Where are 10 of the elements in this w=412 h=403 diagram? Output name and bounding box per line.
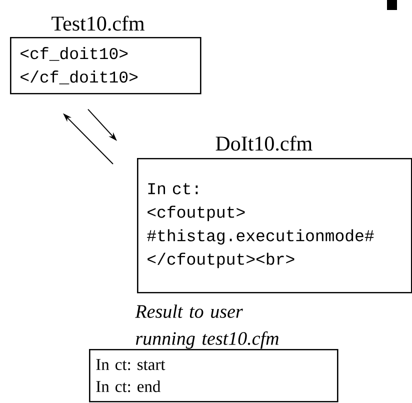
node-label: In ct:	[148, 183, 198, 194]
code-box: In ct: <cfoutput> #thistag.executionmode# </cfoutput><br>	[137, 158, 412, 294]
code-box: In ct: start In ct: end	[89, 349, 338, 402]
node-label: #thistag.executionmode#	[147, 229, 374, 245]
file-heading: Test10.cfm	[52, 16, 144, 31]
file-heading: DoIt10.cfm	[216, 136, 312, 151]
code-box: <cf_doit10> </cf_doit10>	[10, 37, 202, 94]
file-heading: Result to user running test10.cfm	[135, 304, 278, 349]
node-label: <cfoutput>	[148, 206, 245, 222]
node-label: </cfoutput><br>	[148, 252, 294, 268]
